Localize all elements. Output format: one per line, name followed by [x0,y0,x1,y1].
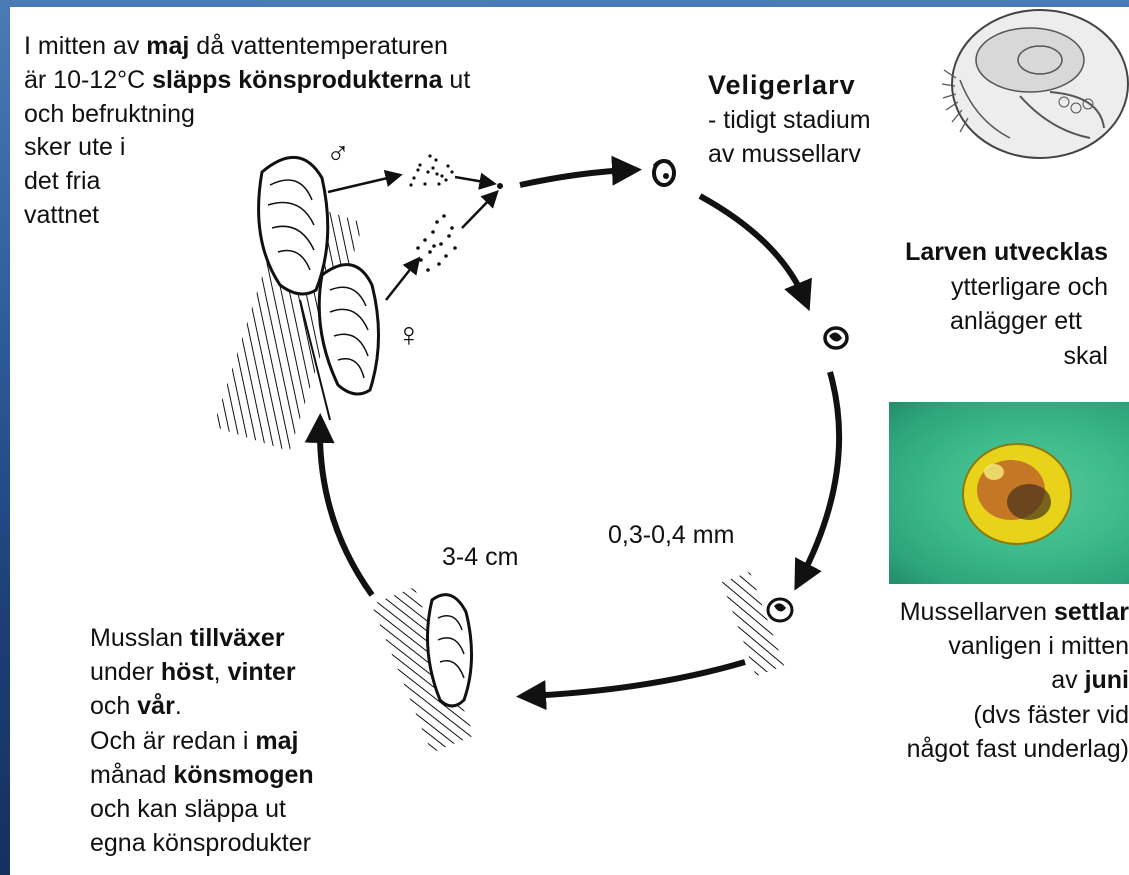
text-release-line-1: I mitten av maj då vattentemperaturen [24,31,448,62]
growth-line-6: och kan släppa ut [90,794,286,825]
arrow-egg-to-zygote [462,195,494,228]
arrow-larva-to-settlement [800,372,839,580]
male-symbol: ♂ [326,138,350,169]
text-release-line-4: sker ute i [24,132,125,163]
arrow-sperm-to-egg [455,177,490,183]
veliger-line-2: av mussellarv [708,139,861,170]
larva-title: Larven utvecklas [800,237,1108,268]
settle-line-5: något fast underlag) [820,734,1129,765]
arrow-veliger-to-larva [700,196,805,300]
larva-line-1: ytterligare och [800,272,1108,303]
growth-line-7: egna könsprodukter [90,828,311,859]
text-release-line-6: vattnet [24,200,99,231]
juvenile-mussel [372,587,475,753]
larva-microscope-photo [889,402,1129,584]
arrow-settlement-to-growth [528,662,745,696]
text-release-line-2: är 10-12°C släpps könsprodukterna ut [24,65,470,96]
arrow-fertilization-to-veliger [520,170,630,185]
growth-line-4: Och är redan i maj [90,726,298,757]
veliger-detailed-drawing [942,10,1128,158]
arrow-growth-to-adult [320,425,372,595]
settle-line-2: vanligen i mitten [820,631,1129,662]
female-symbol: ♀ [396,320,422,351]
growth-line-1: Musslan tillväxer [90,623,285,654]
text-release-line-3: och befruktning [24,99,195,130]
settle-line-3: av juni [820,665,1129,696]
size-label-juvenile: 3-4 cm [442,542,518,573]
settle-line-4: (dvs fäster vid [820,700,1129,731]
zygote [497,183,503,189]
settled-larva [722,572,792,676]
growth-line-5: månad könsmogen [90,760,314,791]
sperm-cloud [409,154,453,186]
text-release-line-5: det fria [24,166,100,197]
size-label-larva: 0,3-0,4 mm [608,520,734,551]
egg-cloud [416,214,457,272]
settle-line-1: Mussellarven settlar [820,597,1129,628]
growth-line-2: under höst, vinter [90,657,296,688]
larva-line-2: anlägger ett [800,306,1082,337]
arrow-female-gametes [386,262,416,300]
adult-mussels [213,157,378,451]
arrow-male-gametes [328,176,396,192]
veliger-title: Veligerlarv [708,70,856,101]
larva-photo-drawing [889,402,1129,584]
growth-line-3: och vår. [90,691,182,722]
veliger-line-1: - tidigt stadium [708,105,871,136]
larva-line-3: skal [800,341,1108,372]
veliger-small [654,161,674,185]
